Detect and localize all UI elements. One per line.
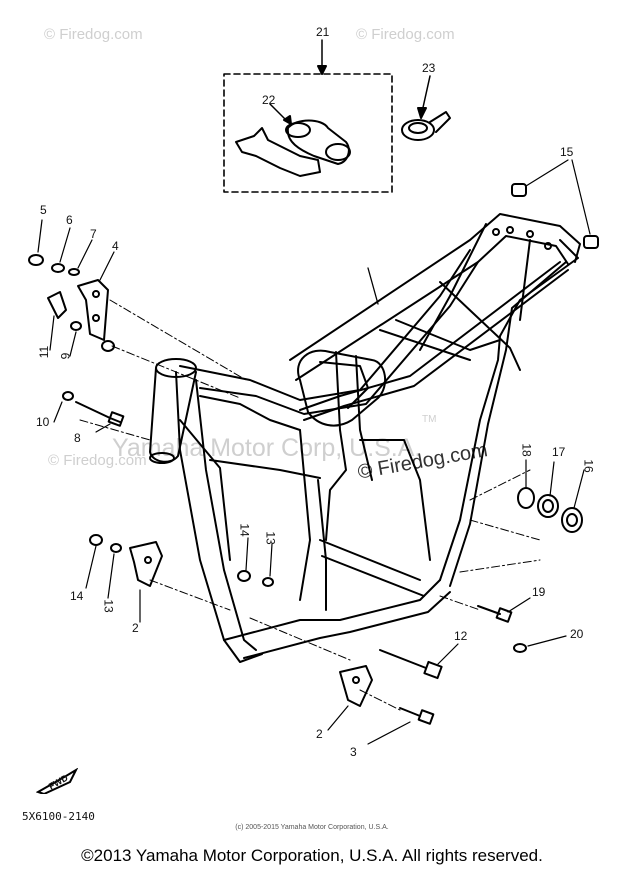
down-tubes bbox=[175, 371, 451, 663]
callout-14-lower: 14 bbox=[237, 523, 252, 537]
callout-6: 6 bbox=[66, 213, 73, 227]
callout-19: 19 bbox=[532, 585, 546, 599]
callout-17: 17 bbox=[552, 445, 566, 459]
callout-5: 5 bbox=[40, 203, 47, 217]
callout-13-lower: 13 bbox=[263, 531, 278, 545]
callout-22: 22 bbox=[262, 93, 276, 107]
callout-2-lower: 2 bbox=[316, 727, 323, 741]
callout-21: 21 bbox=[316, 25, 330, 39]
callout-3: 3 bbox=[350, 745, 357, 759]
part-number: 5X6100-2140 bbox=[22, 810, 95, 823]
center-section bbox=[297, 349, 431, 561]
small-copyright: (c) 2005-2015 Yamaha Motor Corporation, … bbox=[235, 824, 389, 831]
main-backbone bbox=[179, 249, 479, 415]
callout-9: 9 bbox=[58, 352, 73, 360]
rear-cushions-15 bbox=[511, 159, 599, 249]
rear-frame bbox=[289, 213, 581, 587]
watermark-yamaha: Yamaha Motor Corp, U.S.A. bbox=[112, 434, 422, 462]
watermark-mid-left: © Firedog.com bbox=[48, 452, 147, 469]
guide-lines bbox=[79, 299, 541, 711]
callout-7: 7 bbox=[90, 227, 97, 241]
tool-kit-22 bbox=[235, 103, 351, 177]
callout-23: 23 bbox=[422, 61, 436, 75]
callout-12: 12 bbox=[454, 629, 468, 643]
callout-2-left: 2 bbox=[132, 621, 139, 635]
footer-copyright: ©2013 Yamaha Motor Corporation, U.S.A. A… bbox=[81, 846, 543, 865]
callout-14-left: 14 bbox=[70, 589, 84, 603]
callout-15: 15 bbox=[560, 145, 574, 159]
callout-20: 20 bbox=[570, 627, 584, 641]
engine-brackets bbox=[85, 534, 373, 731]
watermark-top-right: © Firedog.com bbox=[356, 26, 455, 43]
watermark-tm: TM bbox=[422, 414, 437, 425]
callout-8: 8 bbox=[74, 431, 81, 445]
steering-head bbox=[149, 358, 197, 464]
watermark-top-left: © Firedog.com bbox=[44, 26, 143, 43]
callout-10: 10 bbox=[36, 415, 50, 429]
callout-18: 18 bbox=[519, 443, 534, 457]
callout-11: 11 bbox=[37, 345, 52, 359]
top-left-hardware bbox=[28, 219, 125, 433]
fwd-arrow-icon bbox=[36, 768, 78, 794]
clamp-23 bbox=[401, 75, 451, 141]
bolts bbox=[367, 597, 567, 745]
callout-16: 16 bbox=[581, 459, 596, 473]
bushing-leaders bbox=[525, 459, 585, 509]
callout-4: 4 bbox=[112, 239, 119, 253]
kit-box-21 bbox=[223, 39, 393, 193]
callout-13-left: 13 bbox=[101, 599, 116, 613]
